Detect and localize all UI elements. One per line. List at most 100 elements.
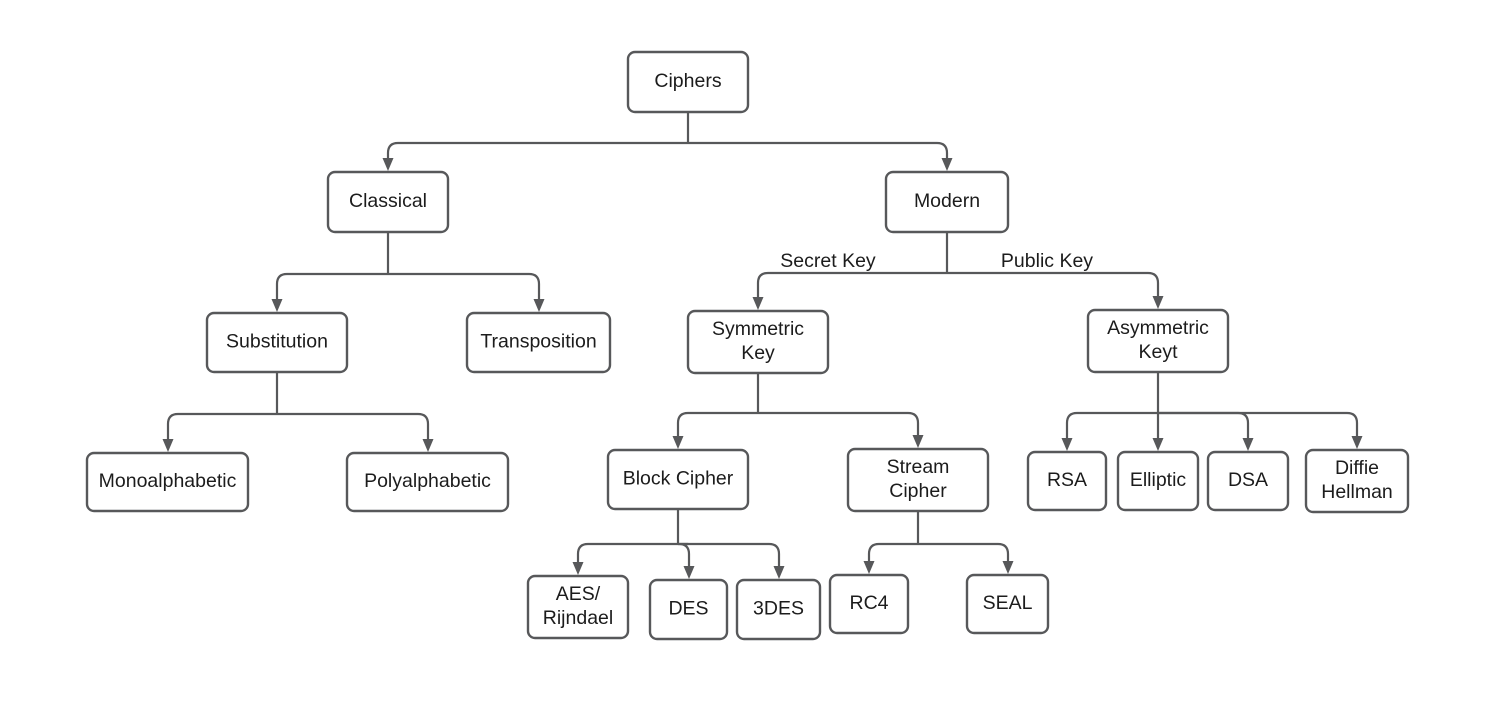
node-label-3des: 3DES bbox=[753, 598, 804, 620]
node-box-3des[interactable] bbox=[735, 578, 822, 641]
edge-ciphers-to-classical-arrowhead bbox=[382, 158, 394, 171]
node-label-seal: SEAL bbox=[983, 592, 1033, 614]
node-transposition[interactable]: Transposition bbox=[465, 311, 612, 374]
node-label-elliptic: Elliptic bbox=[1130, 469, 1187, 491]
node-box-blockcipher[interactable] bbox=[606, 448, 750, 511]
node-box-asymmetric[interactable] bbox=[1086, 308, 1230, 374]
node-box-substitution[interactable] bbox=[205, 311, 349, 374]
node-elliptic[interactable]: Elliptic bbox=[1116, 450, 1200, 512]
node-dsa[interactable]: DSA bbox=[1206, 450, 1290, 512]
edge-symmetric-to-streamcipher bbox=[757, 411, 920, 435]
node-box-modern[interactable] bbox=[884, 170, 1010, 234]
node-box-streamcipher[interactable] bbox=[846, 447, 990, 513]
node-label-streamcipher: Cipher bbox=[889, 480, 947, 502]
node-label-symmetric: Key bbox=[741, 342, 775, 364]
edges-layer bbox=[162, 112, 1363, 579]
node-box-rsa[interactable] bbox=[1026, 450, 1108, 512]
node-label-aes: AES/ bbox=[556, 583, 601, 605]
node-label-rsa: RSA bbox=[1047, 469, 1087, 491]
node-rc4[interactable]: RC4 bbox=[828, 573, 910, 635]
edge-symmetric-to-blockcipher-arrowhead bbox=[672, 436, 684, 449]
node-box-elliptic[interactable] bbox=[1116, 450, 1200, 512]
edge-substitution-to-polyalphabetic-arrowhead bbox=[422, 439, 434, 452]
edge-substitution-to-monoalphabetic bbox=[166, 412, 278, 439]
edge-blockcipher-to-aes-arrowhead bbox=[572, 562, 584, 575]
edge-streamcipher-to-rc4-arrowhead bbox=[863, 561, 875, 574]
node-rsa[interactable]: RSA bbox=[1026, 450, 1108, 512]
node-box-dsa[interactable] bbox=[1206, 450, 1290, 512]
node-label-des: DES bbox=[668, 598, 708, 620]
node-seal[interactable]: SEAL bbox=[965, 573, 1050, 635]
node-ciphers[interactable]: Ciphers bbox=[626, 50, 750, 114]
edge-blockcipher-to-des-arrowhead bbox=[683, 566, 695, 579]
node-label-polyalphabetic: Polyalphabetic bbox=[364, 470, 491, 492]
node-label-diffiehellman: Diffie bbox=[1335, 457, 1379, 479]
node-des[interactable]: DES bbox=[648, 578, 729, 641]
node-label-diffiehellman: Hellman bbox=[1321, 481, 1393, 503]
edge-asymmetric-to-rsa bbox=[1065, 411, 1159, 438]
edge-classical-to-transposition bbox=[387, 272, 541, 299]
node-box-classical[interactable] bbox=[326, 170, 450, 234]
node-box-monoalphabetic[interactable] bbox=[85, 451, 250, 513]
node-modern[interactable]: Modern bbox=[884, 170, 1010, 234]
edge-ciphers-to-classical bbox=[386, 141, 689, 158]
node-label-classical: Classical bbox=[349, 190, 427, 212]
node-label-symmetric: Symmetric bbox=[712, 318, 804, 340]
node-box-diffiehellman[interactable] bbox=[1304, 448, 1410, 514]
node-box-seal[interactable] bbox=[965, 573, 1050, 635]
node-label-blockcipher: Block Cipher bbox=[623, 468, 734, 490]
node-aes[interactable]: AES/Rijndael bbox=[526, 574, 630, 640]
edge-blockcipher-to-3des-arrowhead bbox=[773, 566, 785, 579]
node-label-ciphers: Ciphers bbox=[654, 70, 721, 92]
node-blockcipher[interactable]: Block Cipher bbox=[606, 448, 750, 511]
edge-asymmetric-to-diffiehellman-arrowhead bbox=[1351, 436, 1363, 449]
edge-ciphers-to-modern-arrowhead bbox=[941, 158, 953, 171]
node-box-ciphers[interactable] bbox=[626, 50, 750, 114]
node-label-aes: Rijndael bbox=[543, 607, 613, 629]
edge-modern-to-symmetric bbox=[756, 271, 947, 297]
edge-ciphers-to-modern bbox=[687, 141, 949, 158]
edge-substitution-to-monoalphabetic-arrowhead bbox=[162, 439, 174, 452]
node-label-dsa: DSA bbox=[1228, 469, 1268, 491]
node-classical[interactable]: Classical bbox=[326, 170, 450, 234]
edge-streamcipher-to-seal-arrowhead bbox=[1002, 561, 1014, 574]
node-label-modern: Modern bbox=[914, 190, 980, 212]
node-box-transposition[interactable] bbox=[465, 311, 612, 374]
node-label-substitution: Substitution bbox=[226, 331, 328, 353]
node-label-rc4: RC4 bbox=[849, 592, 888, 614]
edge-blockcipher-to-3des bbox=[678, 542, 781, 566]
node-3des[interactable]: 3DES bbox=[735, 578, 822, 641]
edge-asymmetric-to-dsa bbox=[1157, 411, 1250, 438]
node-box-polyalphabetic[interactable] bbox=[345, 451, 510, 513]
node-label-monoalphabetic: Monoalphabetic bbox=[99, 470, 237, 492]
edge-blockcipher-to-aes bbox=[576, 542, 678, 562]
edge-modern-to-symmetric-arrowhead bbox=[752, 297, 764, 310]
edge-labels-layer: Secret Key Public Key bbox=[780, 250, 1093, 272]
node-box-symmetric[interactable] bbox=[686, 309, 830, 375]
edge-classical-to-transposition-arrowhead bbox=[533, 299, 545, 312]
node-substitution[interactable]: Substitution bbox=[205, 311, 349, 374]
node-monoalphabetic[interactable]: Monoalphabetic bbox=[85, 451, 250, 513]
edge-streamcipher-to-seal bbox=[918, 542, 1010, 561]
edge-asymmetric-to-diffiehellman bbox=[1157, 411, 1359, 436]
node-box-aes[interactable] bbox=[526, 574, 630, 640]
node-label-asymmetric: Asymmetric bbox=[1107, 317, 1209, 339]
secret-key-label: Secret Key bbox=[780, 250, 876, 272]
node-box-des[interactable] bbox=[648, 578, 729, 641]
edge-modern-to-asymmetric-arrowhead bbox=[1152, 296, 1164, 309]
node-polyalphabetic[interactable]: Polyalphabetic bbox=[345, 451, 510, 513]
edge-symmetric-to-streamcipher-arrowhead bbox=[912, 435, 924, 448]
edge-classical-to-substitution bbox=[275, 272, 389, 299]
edge-asymmetric-to-dsa-arrowhead bbox=[1242, 438, 1254, 451]
node-box-rc4[interactable] bbox=[828, 573, 910, 635]
edge-asymmetric-to-elliptic-arrowhead bbox=[1152, 438, 1164, 451]
edge-blockcipher-to-des bbox=[677, 542, 691, 566]
edge-streamcipher-to-rc4 bbox=[867, 542, 918, 561]
public-key-label: Public Key bbox=[1001, 250, 1093, 272]
